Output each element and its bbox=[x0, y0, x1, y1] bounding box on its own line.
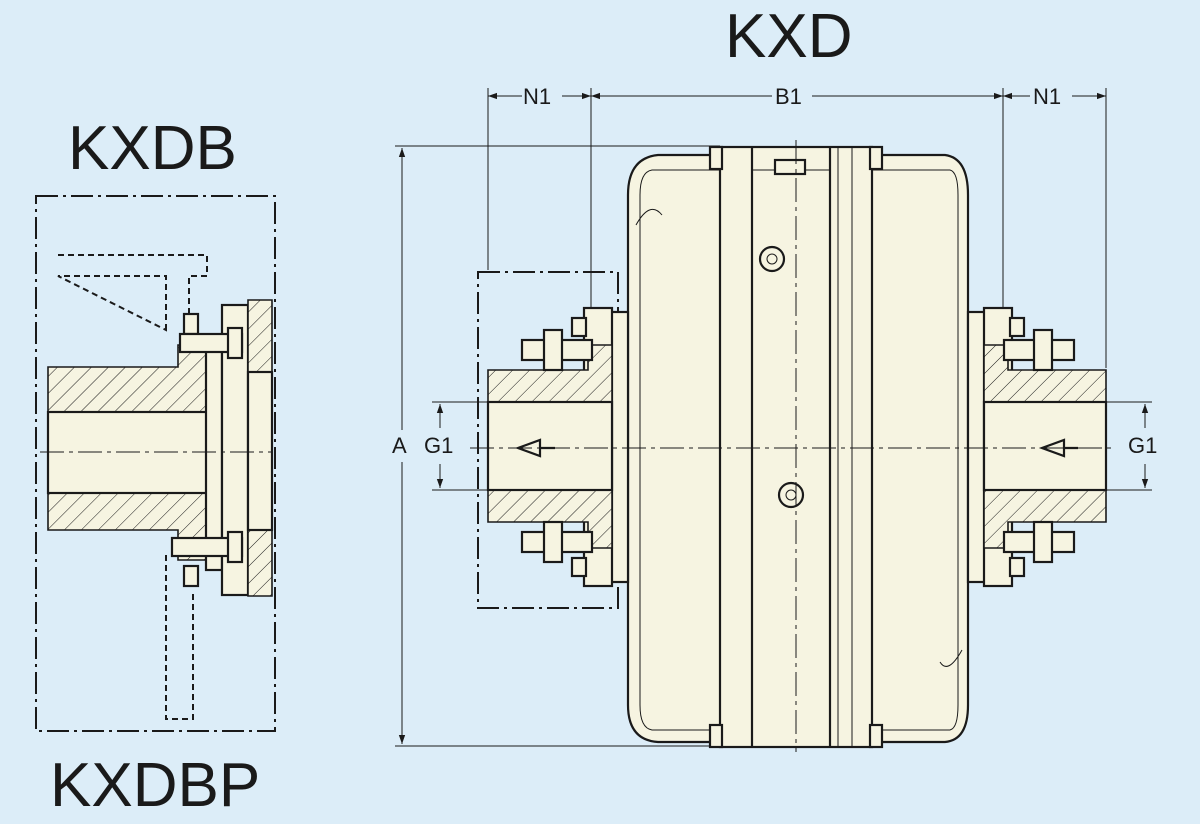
kxdb-bolt-lower bbox=[170, 530, 244, 588]
dimension-g1-left: G1 bbox=[424, 401, 490, 491]
kxd-housing-fin-bottom bbox=[939, 649, 963, 667]
kxdb-flange-rim bbox=[247, 299, 273, 597]
kxdb-rim-body bbox=[246, 370, 274, 532]
kxdb-bolt-upper bbox=[178, 312, 244, 360]
kxd-housing-inner bbox=[639, 169, 959, 731]
kxd-left-coupling bbox=[486, 306, 630, 588]
kxdb-hub-upper bbox=[47, 344, 216, 413]
kxd-screw-lower bbox=[777, 481, 805, 509]
dimension-top: N1 B1 N1 bbox=[487, 84, 1107, 368]
kxdb-view: KXDB KXDBP bbox=[35, 114, 276, 820]
kxdb-brake-outline bbox=[57, 254, 208, 332]
kxdb-label: KXDB bbox=[68, 114, 237, 183]
rotation-arrow-right-icon bbox=[1038, 438, 1078, 458]
dim-n1-right: N1 bbox=[1033, 84, 1061, 109]
kxdbp-pulley-outline bbox=[165, 555, 194, 720]
dimension-a: A bbox=[392, 145, 720, 747]
kxd-band-cap-br bbox=[868, 723, 884, 749]
kxd-screw-upper bbox=[758, 245, 786, 273]
kxdb-dashed-frame bbox=[35, 195, 276, 732]
kxd-housing-fin-top bbox=[635, 208, 663, 226]
kxd-band-cap-bl bbox=[708, 723, 724, 749]
kxd-band-cap-tl bbox=[708, 145, 724, 171]
dim-n1-left: N1 bbox=[523, 84, 551, 109]
kxd-right-coupling bbox=[966, 306, 1108, 588]
kxd-view: KXD N1 B1 N1 A bbox=[392, 2, 1157, 752]
kxd-fill-plug bbox=[773, 158, 807, 176]
rotation-arrow-left-icon bbox=[514, 438, 555, 458]
dim-b1: B1 bbox=[775, 84, 802, 109]
dim-g1-left: G1 bbox=[424, 433, 453, 458]
kxd-label: KXD bbox=[725, 2, 852, 71]
dim-g1-right: G1 bbox=[1128, 433, 1157, 458]
kxdbp-label: KXDBP bbox=[50, 751, 260, 820]
dimension-g1-right: G1 bbox=[1106, 401, 1157, 491]
dim-a: A bbox=[392, 433, 407, 458]
kxd-band-cap-tr bbox=[868, 145, 884, 171]
